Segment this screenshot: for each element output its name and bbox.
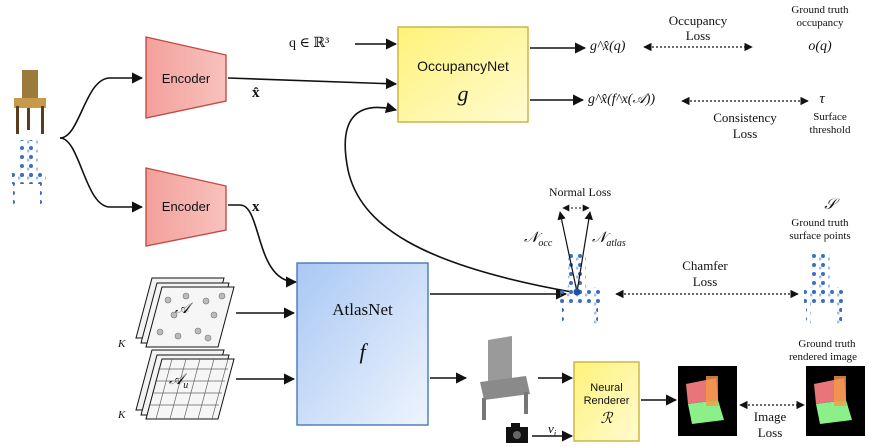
consistency-pred-label: g^x̂(f^x(𝒜)) (588, 92, 656, 107)
gt-surface-label-2: surface points (789, 230, 851, 242)
view-subscript: i (553, 428, 557, 439)
input-pointcloud-chair (12, 140, 46, 206)
latent-x-label: x (252, 199, 260, 215)
predicted-surface-chair (560, 252, 600, 326)
occupancy-net-title: OccupancyNet (417, 58, 509, 74)
latent-to-occupancy-arrow (227, 77, 398, 90)
query-label: q ∈ ℝ³ (289, 36, 330, 51)
camera-icon (506, 423, 528, 443)
consistency-loss-label-2: Loss (732, 126, 758, 141)
renderer-symbol: ℛ (600, 411, 613, 427)
occupancy-pred-label: g^x̂(q) (590, 39, 626, 54)
rendered-image (678, 366, 737, 436)
atlas-Au-subscript: u (183, 380, 189, 391)
normal-loss-label: Normal Loss (548, 185, 612, 199)
renderer-title-2: Renderer (583, 395, 630, 407)
view-label: vi (548, 421, 556, 442)
atlas-net-title: AtlasNet (332, 300, 393, 319)
image-loss-label-1: Image (753, 409, 787, 424)
n-atlas-symbol: 𝒩 (592, 230, 607, 246)
consistency-loss-label-1: Consistency (713, 110, 777, 125)
atlas-Au-symbol: 𝒜 (169, 372, 184, 388)
atlas-Au-stack (135, 349, 235, 420)
occupancy-loss-label-1: Occupancy (668, 13, 728, 28)
gt-surface-symbol: 𝒮 (824, 197, 836, 213)
input-to-encoder-bottom-arrow (59, 137, 144, 213)
chamfer-loss-label-1: Chamfer (682, 258, 728, 273)
gt-occupancy-symbol: o(q) (808, 39, 832, 54)
occupancy-net-box (397, 26, 529, 123)
k-bottom-label: K (118, 409, 126, 421)
gt-occupancy-label-1: Ground truth (791, 4, 849, 16)
n-occ-label: 𝒩occ (524, 231, 552, 251)
chamfer-loss-label-2: Loss (692, 274, 718, 289)
gt-rendered-image (806, 366, 865, 436)
occupancy-net-symbol: g (457, 81, 469, 106)
n-occ-symbol: 𝒩 (524, 230, 539, 246)
latent-to-atlas-arrow (228, 204, 298, 288)
tau-symbol: τ (819, 91, 825, 107)
latent-hat-x-label: x̂ (252, 85, 260, 101)
neural-renderer-box (573, 361, 640, 442)
gt-surface-label-1: Ground truth (791, 217, 849, 229)
atlas-A-label: 𝒜 (175, 301, 190, 317)
n-atlas-subscript: atlas (606, 238, 626, 249)
image-loss-label-2: Loss (757, 425, 783, 440)
gt-surface-chair (804, 252, 844, 326)
k-top-label: K (118, 338, 126, 350)
gt-rendered-label-1: Ground truth (798, 338, 856, 350)
normal-atlas-arrow (576, 211, 593, 293)
atlas-A-stack (135, 277, 235, 348)
predicted-mesh-chair (480, 336, 530, 420)
atlas-net-symbol: f (359, 339, 366, 364)
n-occ-subscript: occ (538, 238, 553, 249)
surface-point-marker (573, 288, 581, 296)
normal-occ-arrow (557, 211, 578, 293)
gt-occupancy-label-2: occupancy (796, 17, 844, 29)
encoder-bottom-label: Encoder (161, 199, 211, 214)
encoder-bottom (145, 167, 227, 247)
surface-to-occupancy-arrow (344, 102, 573, 293)
n-atlas-label: 𝒩atlas (592, 231, 626, 251)
surface-threshold-label-1: Surface (813, 111, 847, 123)
input-to-encoder-top-arrow (59, 72, 144, 139)
atlas-net-box (296, 262, 429, 426)
gt-rendered-label-2: rendered image (788, 351, 858, 363)
input-chair-image (14, 70, 46, 134)
surface-threshold-label-2: threshold (809, 124, 851, 136)
atlas-Au-label: 𝒜u (169, 373, 188, 393)
renderer-title-1: Neural (590, 382, 623, 394)
occupancy-loss-label-2: Loss (685, 28, 711, 43)
encoder-top (145, 36, 227, 119)
encoder-top-label: Encoder (161, 71, 211, 86)
view-symbol: v (548, 421, 554, 436)
